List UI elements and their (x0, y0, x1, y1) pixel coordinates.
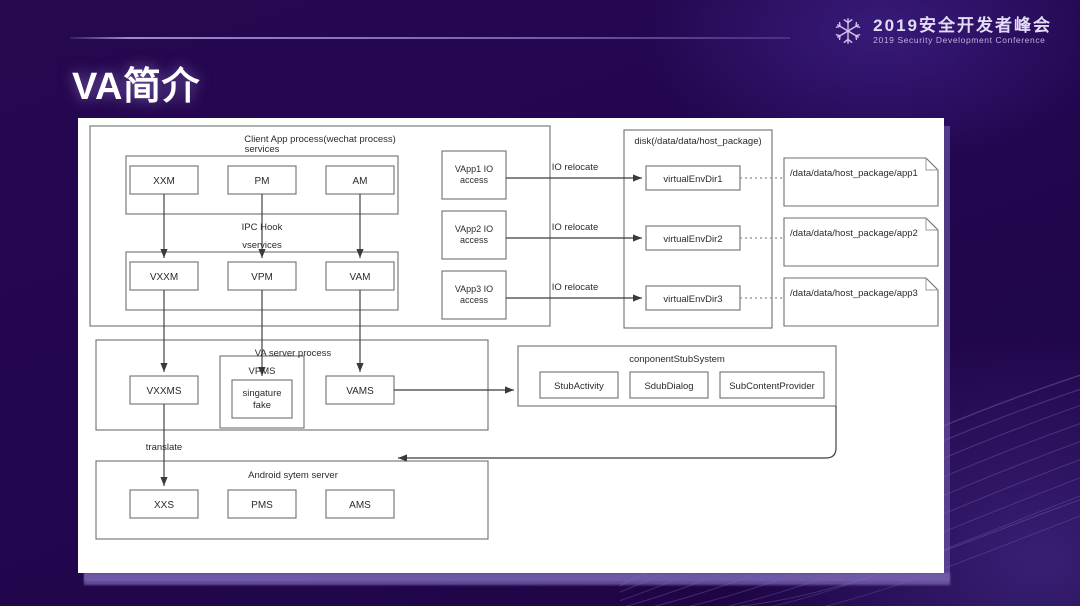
node-label-dir1: virtualEnvDir1 (663, 174, 722, 185)
diagram-board: Client App process(wechat process) servi… (78, 118, 944, 573)
node-subcontentprovider (719, 371, 825, 399)
group-client-app (89, 125, 551, 327)
node-label-fake: fake (253, 400, 271, 411)
group-disk (623, 129, 773, 329)
node-label-sdubdialog: SdubDialog (644, 381, 693, 392)
note-fold-app1 (925, 158, 938, 171)
node-xxs (129, 489, 199, 519)
note-fold-app2 (925, 218, 938, 231)
node-pms (227, 489, 297, 519)
label-io-relocate-2: IO relocate (552, 222, 598, 233)
conference-logo: 2019安全开发者峰会 2019 Security Development Co… (833, 16, 1052, 46)
node-label-pm: PM (255, 176, 270, 187)
edge-stubsystem-ams (398, 406, 837, 462)
node-label-vapp3-io: VApp3 IO (455, 284, 493, 294)
label-va-server: VA server process (255, 348, 332, 359)
logo-title: 2019安全开发者峰会 (873, 16, 1052, 36)
note-path-app2 (783, 217, 939, 267)
note-label-app1: /data/data/host_package/app1 (790, 168, 918, 179)
board-shadow (84, 573, 950, 585)
node-label-dir2: virtualEnvDir2 (663, 234, 722, 245)
snowflake-icon (835, 18, 861, 44)
node-vapp2-io (441, 210, 507, 260)
node-ams (325, 489, 395, 519)
node-sdubdialog (629, 371, 709, 399)
node-vapp1-io (441, 150, 507, 200)
label-services: services (245, 144, 280, 155)
label-ipc-hook: IPC Hook (242, 222, 283, 233)
node-label-ams: AMS (349, 500, 371, 511)
node-label-vxxms: VXXMS (146, 386, 181, 397)
node-label-subcontentprovider: SubContentProvider (729, 381, 815, 392)
label-android-server: Android sytem server (248, 470, 338, 481)
architecture-diagram: Client App process(wechat process) servi… (89, 125, 939, 540)
title-divider (70, 37, 790, 39)
node-label-xxm: XXM (153, 176, 175, 187)
label-disk: disk(/data/data/host_package) (634, 136, 761, 147)
label-vpms: VPMS (249, 366, 276, 377)
node-label-singature: singature (242, 388, 281, 399)
logo-subtitle: 2019 Security Development Conference (873, 34, 1046, 45)
node-label-vapp1-access: access (460, 175, 489, 185)
node-label-vxxm: VXXM (150, 272, 178, 283)
node-singature-fake (231, 379, 293, 419)
node-label-stubactivity: StubActivity (554, 381, 604, 392)
note-label-app2: /data/data/host_package/app2 (790, 228, 918, 239)
node-vapp3-io (441, 270, 507, 320)
label-stub-system: conponentStubSystem (629, 354, 725, 365)
label-translate: translate (146, 442, 182, 453)
node-label-vapp3-access: access (460, 295, 489, 305)
node-label-xxs: XXS (154, 500, 174, 511)
page-title: VA简介 (72, 66, 200, 108)
node-label-am: AM (353, 176, 368, 187)
note-fold-app3 (925, 278, 938, 291)
node-label-vpm: VPM (251, 272, 273, 283)
node-label-pms: PMS (251, 500, 273, 511)
node-label-dir3: virtualEnvDir3 (663, 294, 722, 305)
node-label-vams: VAMS (346, 386, 374, 397)
node-stubactivity (539, 371, 619, 399)
label-client-app: Client App process(wechat process) (244, 134, 396, 145)
node-label-vapp1-io: VApp1 IO (455, 164, 493, 174)
group-android-server (95, 460, 489, 540)
label-io-relocate-3: IO relocate (552, 282, 598, 293)
node-label-vam: VAM (350, 272, 371, 283)
label-vservices: vservices (242, 240, 282, 251)
group-stub-system (517, 345, 837, 407)
group-va-server (95, 339, 489, 431)
label-io-relocate-1: IO relocate (552, 162, 598, 173)
node-label-vapp2-io: VApp2 IO (455, 224, 493, 234)
note-label-app3: /data/data/host_package/app3 (790, 288, 918, 299)
note-path-app1 (783, 157, 939, 207)
node-label-vapp2-access: access (460, 235, 489, 245)
note-path-app3 (783, 277, 939, 327)
